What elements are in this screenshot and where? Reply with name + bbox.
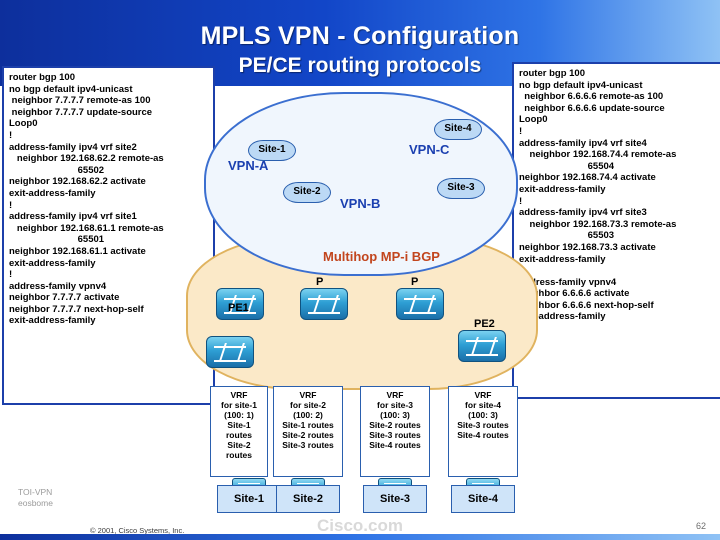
site-2-bubble: Site-2 xyxy=(283,182,331,203)
vrf-site-3-routes: Site-2 routes Site-3 routes Site-4 route… xyxy=(369,420,421,450)
multihop-mpibgp-label: Multihop MP-i BGP xyxy=(323,249,440,264)
cisco-watermark: Cisco.com xyxy=(317,516,403,535)
site-1-bubble: Site-1 xyxy=(248,140,296,161)
vrf-site-3-box: VRF for site-3 (100: 3) Site-2 routes Si… xyxy=(360,386,430,477)
vrf-site-3-title: VRF for site-3 (100: 3) xyxy=(377,390,413,420)
pe2-router-icon xyxy=(458,330,506,362)
vrf-site-2-title: VRF for site-2 (100: 2) xyxy=(290,390,326,420)
vpn-c-label: VPN-C xyxy=(409,142,450,157)
site-3-box: Site-3 xyxy=(363,485,427,513)
footer-course: TOI-VPN xyxy=(18,487,53,497)
p-left-router-icon xyxy=(300,288,348,320)
vrf-site-4-box: VRF for site-4 (100: 3) Site-3 routes Si… xyxy=(448,386,518,477)
site-4-box: Site-4 xyxy=(451,485,515,513)
vrf-site-2-box: VRF for site-2 (100: 2) Site-1 routes Si… xyxy=(273,386,343,477)
copyright-text: © 2001, Cisco Systems, Inc. xyxy=(90,526,185,535)
p-left-label: P xyxy=(316,276,324,288)
pe1-label: PE1 xyxy=(228,302,249,314)
pe2-label: PE2 xyxy=(474,318,495,330)
vrf-site-2-routes: Site-1 routes Site-2 routes Site-3 route… xyxy=(282,420,334,450)
site-1-box: Site-1 xyxy=(217,485,281,513)
page-subtitle: PE/CE routing protocols xyxy=(238,54,482,77)
vrf-site-1-title: VRF for site-1 (100: 1) xyxy=(221,390,257,420)
vpn-b-label: VPN-B xyxy=(340,196,381,211)
p-right-router-icon xyxy=(396,288,444,320)
site-4-bubble: Site-4 xyxy=(434,119,482,140)
vrf-site-4-title: VRF for site-4 (100: 3) xyxy=(465,390,501,420)
page-number: 62 xyxy=(695,521,706,531)
site-2-box: Site-2 xyxy=(276,485,340,513)
pe1-edge-switch-icon xyxy=(206,336,254,368)
pe2-configuration-box: router bgp 100 no bgp default ipv4-unica… xyxy=(512,62,720,399)
vrf-site-4-routes: Site-3 routes Site-4 routes xyxy=(457,420,509,440)
page-title: MPLS VPN - Configuration xyxy=(200,22,520,50)
vrf-site-1-routes: Site-1 routes Site-2 routes xyxy=(226,420,252,460)
pe1-router-icon xyxy=(216,288,264,320)
p-right-label: P xyxy=(411,276,419,288)
vpn-a-label: VPN-A xyxy=(228,158,269,173)
pe1-configuration-box: router bgp 100 no bgp default ipv4-unica… xyxy=(2,66,215,405)
site-3-bubble: Site-3 xyxy=(437,178,485,199)
bottom-accent-bar xyxy=(0,534,720,540)
footer-course-info: TOI-VPN eosbome xyxy=(18,487,53,509)
footer-module: eosbome xyxy=(18,498,53,508)
vrf-site-1-box: VRF for site-1 (100: 1) Site-1 routes Si… xyxy=(210,386,268,477)
